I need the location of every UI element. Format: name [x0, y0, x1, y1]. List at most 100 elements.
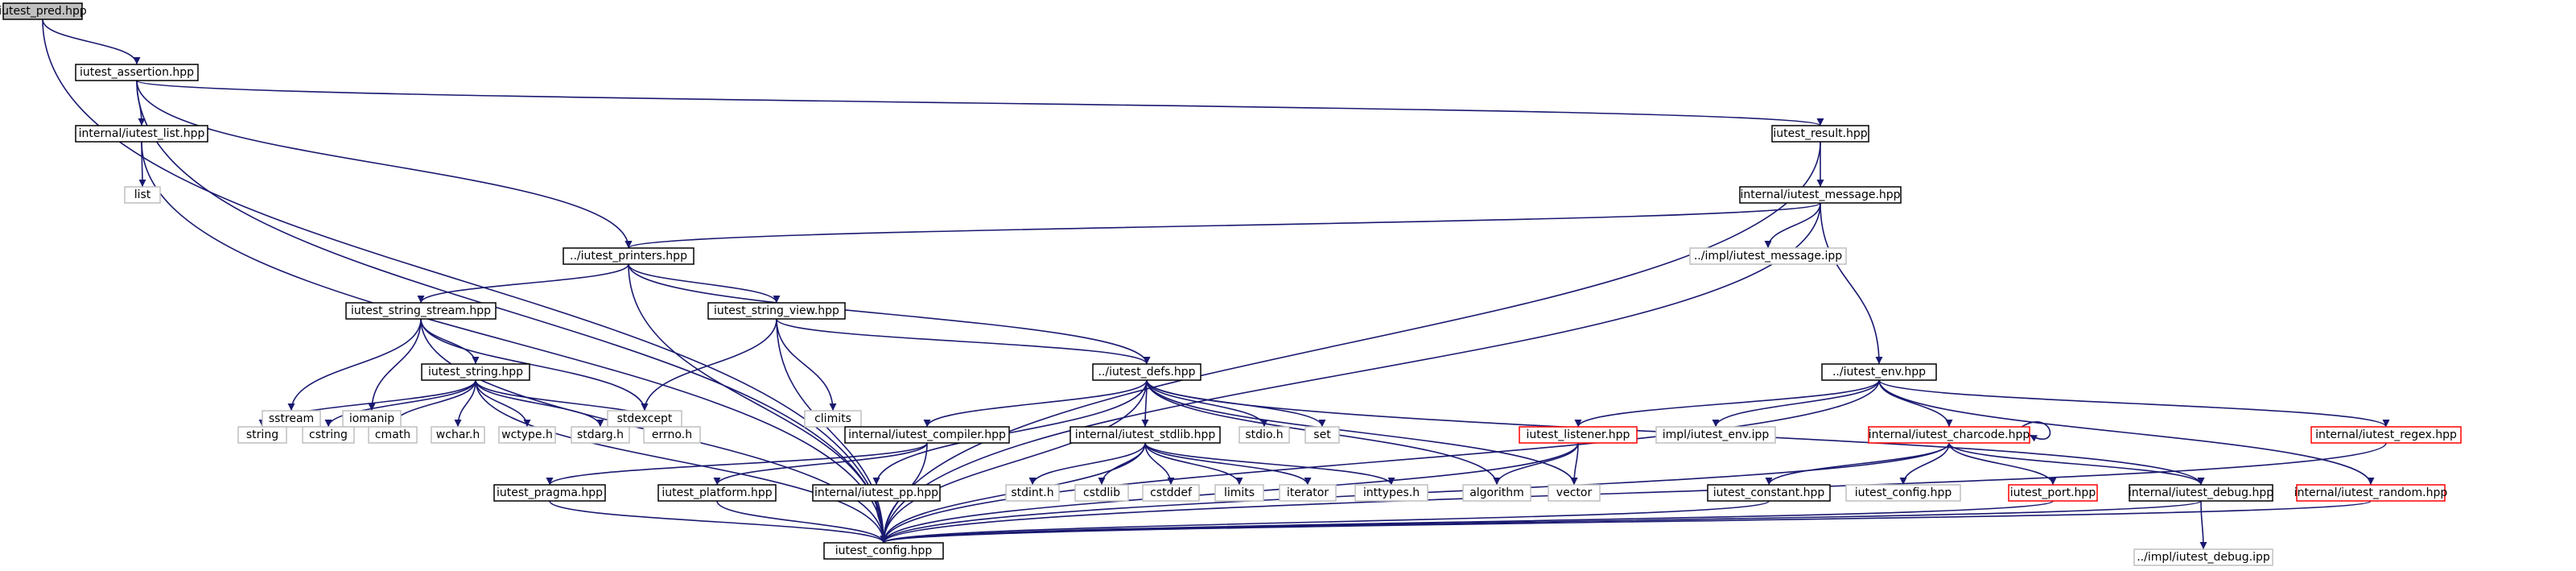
node-label: ../iutest_printers.hpp: [570, 250, 687, 263]
edge-charcode-to-charcode: [2021, 421, 2051, 442]
edge-env-to-env-ipp: [1712, 379, 1880, 428]
node-box: [262, 410, 321, 428]
node-charcode[interactable]: internal/iutest_charcode.hpp: [1868, 426, 2030, 444]
node-message[interactable]: internal/iutest_message.hpp: [1739, 186, 1902, 204]
node-box: [493, 484, 606, 502]
edge-platform-to-config: [716, 500, 888, 544]
node-string-view[interactable]: iutest_string_view.hpp: [707, 302, 846, 320]
node-pred[interactable]: iutest_pred.hpp: [0, 2, 87, 20]
node-wctype: wctype.h: [498, 426, 556, 444]
node-label: stdint.h: [1011, 486, 1053, 499]
node-label: sstream: [269, 412, 314, 425]
node-debug-ipp: ../impl/iutest_debug.ipp: [2133, 548, 2273, 566]
node-box: [1142, 484, 1200, 502]
node-box: [1214, 484, 1264, 502]
node-label: iutest_config.hpp: [1855, 486, 1952, 499]
node-box: [1304, 426, 1340, 444]
node-iomanip: iomanip: [342, 410, 402, 428]
edge-result-to-config: [880, 141, 1821, 544]
node-listener[interactable]: iutest_listener.hpp: [1519, 426, 1638, 444]
edge-stdlib-hpp-to-inttypes: [1144, 442, 1395, 486]
node-box: [571, 426, 630, 444]
node-platform[interactable]: iutest_platform.hpp: [657, 484, 777, 502]
node-box: [1868, 426, 2030, 444]
node-defs[interactable]: ../iutest_defs.hpp: [1092, 363, 1201, 381]
node-errno: errno.h: [643, 426, 701, 444]
node-compiler[interactable]: internal/iutest_compiler.hpp: [844, 426, 1010, 444]
edge-charcode-to-debug: [1948, 442, 2205, 486]
node-box: [1655, 426, 1776, 444]
edge-string-hpp-to-wchar: [454, 379, 476, 428]
edge-compiler-to-platform: [713, 442, 928, 486]
edge-message-to-config: [880, 202, 1821, 544]
node-label: stdexcept: [617, 412, 673, 425]
edge-string-stream-to-string-hpp: [420, 318, 480, 365]
node-wchar: wchar.h: [431, 426, 485, 444]
node-box: [1689, 247, 1847, 265]
node-box: [1462, 484, 1531, 502]
node-constant[interactable]: iutest_constant.hpp: [1707, 484, 1831, 502]
edge-printers-to-defs: [628, 263, 1151, 365]
node-random[interactable]: internal/iutest_random.hpp: [2294, 484, 2448, 502]
node-printers[interactable]: ../iutest_printers.hpp: [563, 247, 694, 265]
node-climits: climits: [804, 410, 862, 428]
node-assertion[interactable]: iutest_assertion.hpp: [75, 64, 199, 81]
node-box: [1821, 363, 1937, 381]
edge-env-to-listener: [1574, 379, 1880, 428]
edge-pred-to-assertion: [42, 19, 141, 65]
node-stdexcept: stdexcept: [607, 410, 682, 428]
node-list-hpp[interactable]: internal/iutest_list.hpp: [75, 125, 208, 143]
node-algorithm: algorithm: [1462, 484, 1531, 502]
edge-charcode-to-constant: [1765, 442, 1950, 486]
node-label: internal/iutest_stdlib.hpp: [1075, 428, 1216, 441]
node-label: cmath: [375, 428, 410, 441]
node-env[interactable]: ../iutest_env.hpp: [1821, 363, 1937, 381]
node-label: iterator: [1287, 486, 1329, 499]
node-label: impl/iutest_env.ipp: [1663, 428, 1770, 441]
edge-pragma-to-config: [549, 500, 888, 544]
node-box: [237, 426, 287, 444]
node-label: iutest_string.hpp: [428, 366, 523, 379]
edge-port-to-config: [880, 500, 2054, 544]
node-label: inttypes.h: [1363, 486, 1420, 499]
node-stdio: stdio.h: [1239, 426, 1290, 444]
node-box: [1239, 426, 1290, 444]
node-regex[interactable]: internal/iutest_regex.hpp: [2310, 426, 2462, 444]
node-box: [1707, 484, 1831, 502]
edge-string-hpp-to-wctype: [475, 379, 531, 428]
node-pragma[interactable]: iutest_pragma.hpp: [493, 484, 606, 502]
node-label: iutest_platform.hpp: [662, 486, 772, 499]
node-label: iutest_listener.hpp: [1527, 428, 1630, 441]
edge-charcode-to-config-hpp: [1899, 442, 1950, 486]
edge-string-stream-to-stdexcept: [420, 318, 649, 412]
node-layer: iutest_pred.hpp iutest_assertion.hppinter…: [0, 2, 2462, 566]
node-pp[interactable]: internal/iutest_pp.hpp: [812, 484, 941, 502]
edge-constant-to-config: [880, 500, 1770, 544]
node-label: climits: [814, 412, 851, 425]
node-label: iutest_string_stream.hpp: [351, 304, 491, 317]
node-config[interactable]: iutest_config.hpp: [823, 542, 944, 560]
node-box: [421, 363, 530, 381]
node-box: [368, 426, 418, 444]
node-port[interactable]: iutest_port.hpp: [2008, 484, 2098, 502]
edge-layer: [42, 19, 2390, 550]
node-stdarg: stdarg.h: [571, 426, 630, 444]
node-label: errno.h: [652, 428, 692, 441]
node-label: internal/iutest_debug.hpp: [2129, 486, 2273, 499]
node-string-stream[interactable]: iutest_string_stream.hpp: [345, 302, 497, 320]
node-box: [2296, 484, 2446, 502]
node-label: wchar.h: [436, 428, 480, 441]
node-sstream: sstream: [262, 410, 321, 428]
edge-defs-to-compiler: [923, 379, 1148, 428]
node-label: ../impl/iutest_debug.ipp: [2137, 551, 2270, 564]
node-label: ../iutest_defs.hpp: [1098, 366, 1195, 379]
node-box: [2008, 484, 2098, 502]
edge-env-to-config: [880, 379, 1880, 544]
node-debug[interactable]: internal/iutest_debug.hpp: [2129, 484, 2273, 502]
node-stdlib-hpp[interactable]: internal/iutest_stdlib.hpp: [1070, 426, 1221, 444]
node-string-hpp[interactable]: iutest_string.hpp: [421, 363, 530, 381]
node-label: algorithm: [1469, 486, 1524, 499]
node-result[interactable]: iutest_result.hpp: [1771, 125, 1869, 143]
node-label: iutest_result.hpp: [1773, 127, 1867, 140]
edge-string-view-to-stdexcept: [641, 318, 777, 412]
